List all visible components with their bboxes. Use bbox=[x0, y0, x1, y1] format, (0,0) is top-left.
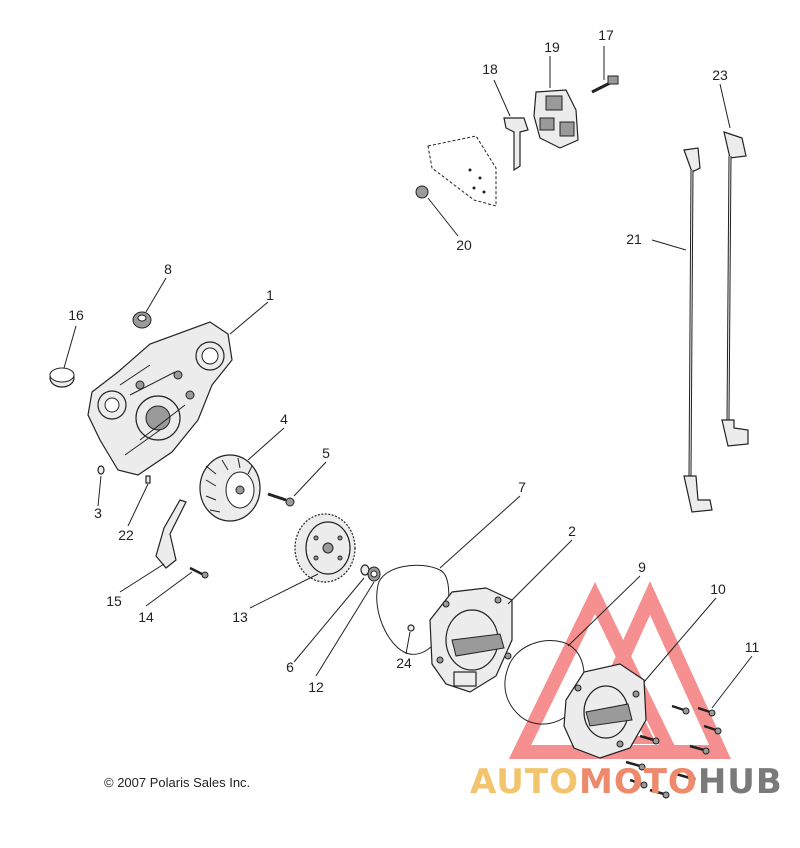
part-20-nut bbox=[415, 185, 429, 199]
part-11-bolts bbox=[625, 704, 722, 799]
leader-lines bbox=[63, 46, 753, 709]
callout-2: 2 bbox=[568, 523, 576, 539]
callout-14: 14 bbox=[138, 609, 154, 625]
copyright-notice: © 2007 Polaris Sales Inc. bbox=[104, 775, 251, 790]
part-14-screw bbox=[189, 566, 209, 579]
callout-9: 9 bbox=[638, 559, 646, 575]
part-2-stator-cover bbox=[429, 587, 513, 693]
part-21-spark-plug-wire bbox=[683, 147, 713, 513]
part-15-bracket bbox=[155, 499, 187, 569]
watermark-hub: HUB bbox=[697, 762, 783, 802]
callout-7: 7 bbox=[518, 479, 526, 495]
callout-15: 15 bbox=[106, 593, 122, 609]
callout-6: 6 bbox=[286, 659, 294, 675]
callout-11: 11 bbox=[745, 639, 760, 655]
part-23-spark-plug-wire bbox=[721, 131, 749, 447]
callout-23: 23 bbox=[712, 67, 728, 83]
part-18-bracket bbox=[503, 117, 529, 172]
part-10-outer-cover bbox=[563, 663, 647, 759]
part-17-bolt bbox=[591, 75, 619, 94]
callout-17: 17 bbox=[598, 27, 614, 43]
callout-19: 19 bbox=[544, 39, 560, 55]
callout-24: 24 bbox=[396, 655, 412, 671]
callout-21: 21 bbox=[626, 231, 642, 247]
callout-4: 4 bbox=[280, 411, 288, 427]
part-5-bolt bbox=[267, 492, 295, 507]
part-12-nut bbox=[367, 566, 381, 582]
part-16-seal bbox=[49, 367, 75, 388]
callout-16: 16 bbox=[68, 307, 84, 323]
callout-13: 13 bbox=[232, 609, 248, 625]
part-13-flywheel bbox=[294, 513, 356, 583]
callout-8: 8 bbox=[164, 261, 172, 277]
part-4-stator bbox=[199, 454, 261, 522]
callout-1: 1 bbox=[266, 287, 274, 303]
callout-labels: 1 2 3 4 5 6 7 8 9 10 11 12 13 14 15 16 1… bbox=[68, 27, 759, 695]
callout-12: 12 bbox=[308, 679, 324, 695]
callout-5: 5 bbox=[322, 445, 330, 461]
callout-22: 22 bbox=[118, 527, 134, 543]
callout-20: 20 bbox=[456, 237, 472, 253]
watermark-moto: MOTO bbox=[578, 762, 698, 802]
part-22-pin bbox=[145, 475, 151, 484]
part-1-crankcase-cover bbox=[87, 321, 233, 476]
watermark-auto: AUTO bbox=[470, 762, 579, 802]
part-24-plug bbox=[407, 624, 415, 632]
callout-3: 3 bbox=[94, 505, 102, 521]
part-plate-bracket bbox=[427, 135, 497, 207]
part-19-ignition-coil bbox=[533, 89, 579, 149]
callout-18: 18 bbox=[482, 61, 498, 77]
part-3-dowel bbox=[97, 465, 105, 475]
part-8-bearing bbox=[132, 311, 152, 329]
callout-10: 10 bbox=[710, 581, 726, 597]
watermark-text: AUTOMOTOHUB bbox=[470, 762, 783, 802]
